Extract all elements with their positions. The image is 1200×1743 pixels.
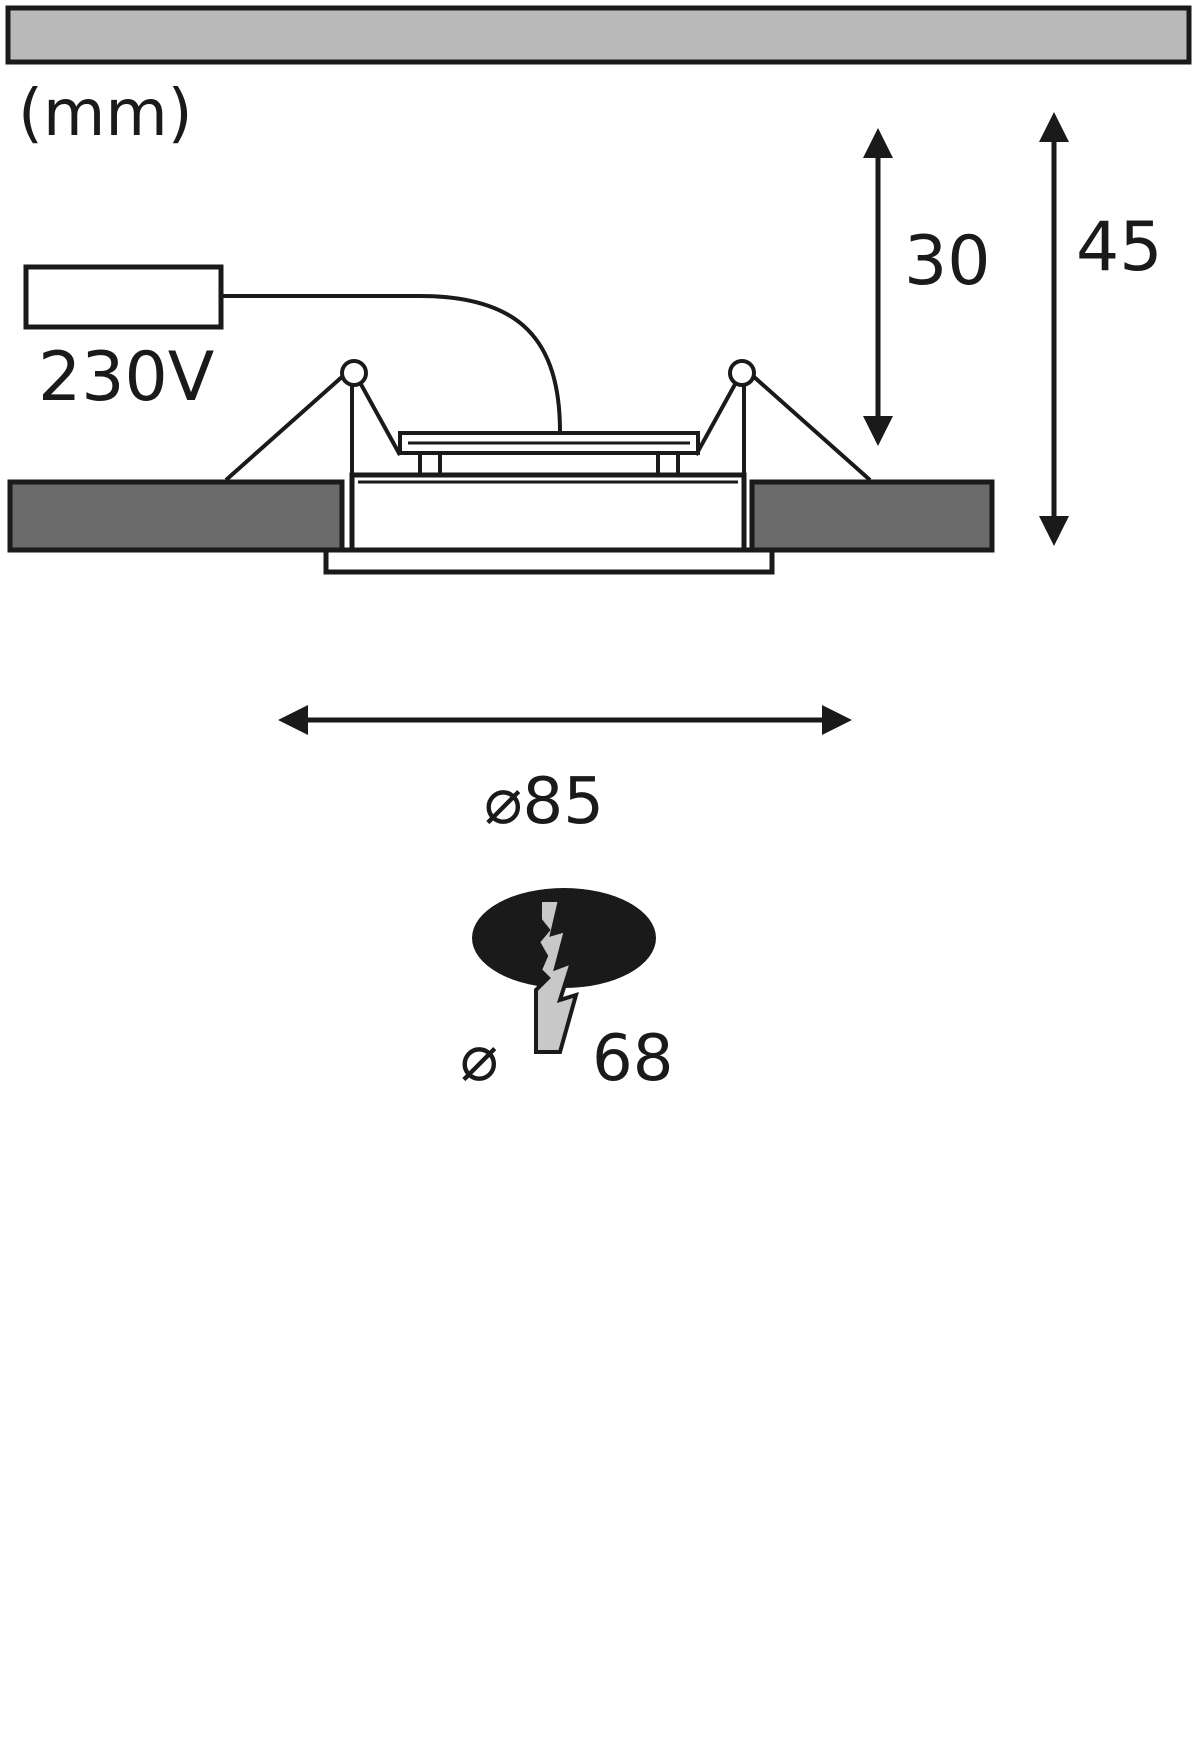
cutout-diameter-label: 68	[592, 1022, 673, 1096]
dimension-30-label: 30	[904, 222, 991, 301]
driver-box	[23, 264, 224, 330]
ceiling-board-left	[7, 479, 345, 553]
power-cable	[221, 294, 562, 433]
voltage-label: 230V	[38, 338, 214, 417]
ceiling-strip	[5, 5, 1192, 65]
lamp-body	[349, 472, 747, 553]
lamp-post-left	[418, 451, 442, 477]
lamp-post-right	[656, 451, 680, 477]
drill-hole-icon	[472, 888, 656, 1054]
spring-clip-left	[224, 359, 402, 482]
lamp-bezel	[323, 547, 775, 575]
dimension-85-label: ⌀85	[484, 765, 604, 839]
units-label: (mm)	[18, 77, 193, 151]
dimension-45-label: 45	[1076, 208, 1163, 287]
ceiling-board-right	[749, 479, 995, 553]
cutout-diameter-symbol: ⌀	[460, 1022, 499, 1096]
spring-clip-right	[694, 359, 872, 482]
